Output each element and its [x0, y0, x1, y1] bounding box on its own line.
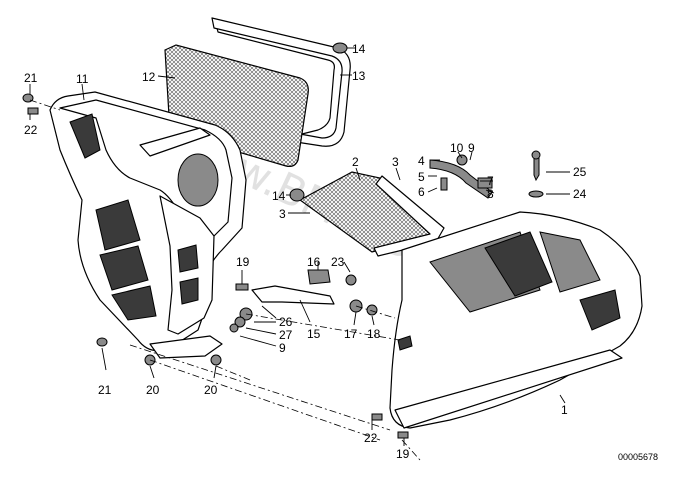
callout-19: 19 — [396, 447, 410, 461]
callout-21: 21 — [98, 383, 112, 397]
callout-20: 20 — [204, 383, 218, 397]
callout-13: 13 — [352, 69, 366, 83]
callout-9: 9 — [468, 141, 475, 155]
callout-3: 3 — [392, 155, 399, 169]
callout-4: 4 — [418, 154, 425, 168]
callout-17: 17 — [344, 327, 358, 341]
diagram-reference-number: 00005678 — [618, 452, 658, 462]
mounting-bracket — [251, 285, 335, 305]
callout-12: 12 — [142, 70, 156, 84]
callout-3: 3 — [279, 207, 286, 221]
callout-14: 14 — [272, 189, 286, 203]
callout-14: 14 — [352, 42, 366, 56]
callout-19: 19 — [236, 255, 250, 269]
left-side-panel — [49, 91, 247, 359]
callout-22: 22 — [24, 123, 38, 137]
callout-6: 6 — [418, 185, 425, 199]
main-fairing — [389, 211, 643, 429]
callout-25: 25 — [573, 165, 587, 179]
callout-21: 21 — [24, 71, 38, 85]
callout-10: 10 — [450, 141, 464, 155]
callout-2: 2 — [352, 155, 359, 169]
callout-7: 7 — [487, 174, 494, 188]
callout-23: 23 — [331, 255, 345, 269]
callout-27: 27 — [279, 328, 293, 342]
callout-9: 9 — [279, 341, 286, 355]
callout-1: 1 — [561, 403, 568, 417]
callout-26: 26 — [279, 315, 293, 329]
assembly-lines — [29, 99, 421, 461]
callout-8: 8 — [487, 187, 494, 201]
callout-24: 24 — [573, 187, 587, 201]
insert-frame — [373, 175, 445, 257]
callout-16: 16 — [307, 255, 321, 269]
callout-5: 5 — [418, 170, 425, 184]
leader-lines — [29, 47, 570, 446]
callout-18: 18 — [367, 327, 381, 341]
callouts: 14 13 12 11 21 22 2 3 14 3 4 5 6 10 9 7 … — [24, 42, 587, 461]
callout-22: 22 — [364, 431, 378, 445]
callout-20: 20 — [146, 383, 160, 397]
callout-15: 15 — [307, 327, 321, 341]
callout-11: 11 — [76, 72, 89, 86]
